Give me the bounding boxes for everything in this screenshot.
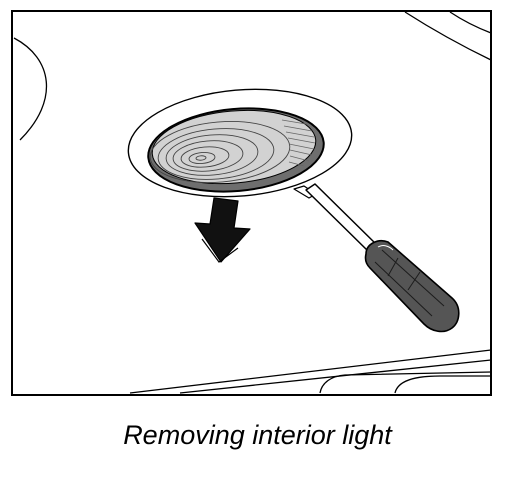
screwdriver [293, 183, 460, 333]
headliner-contours [13, 11, 492, 394]
diagram-frame [11, 10, 492, 396]
interior-light-lens [147, 107, 325, 193]
down-arrow-icon [194, 197, 251, 263]
figure-caption: Removing interior light [123, 420, 392, 450]
